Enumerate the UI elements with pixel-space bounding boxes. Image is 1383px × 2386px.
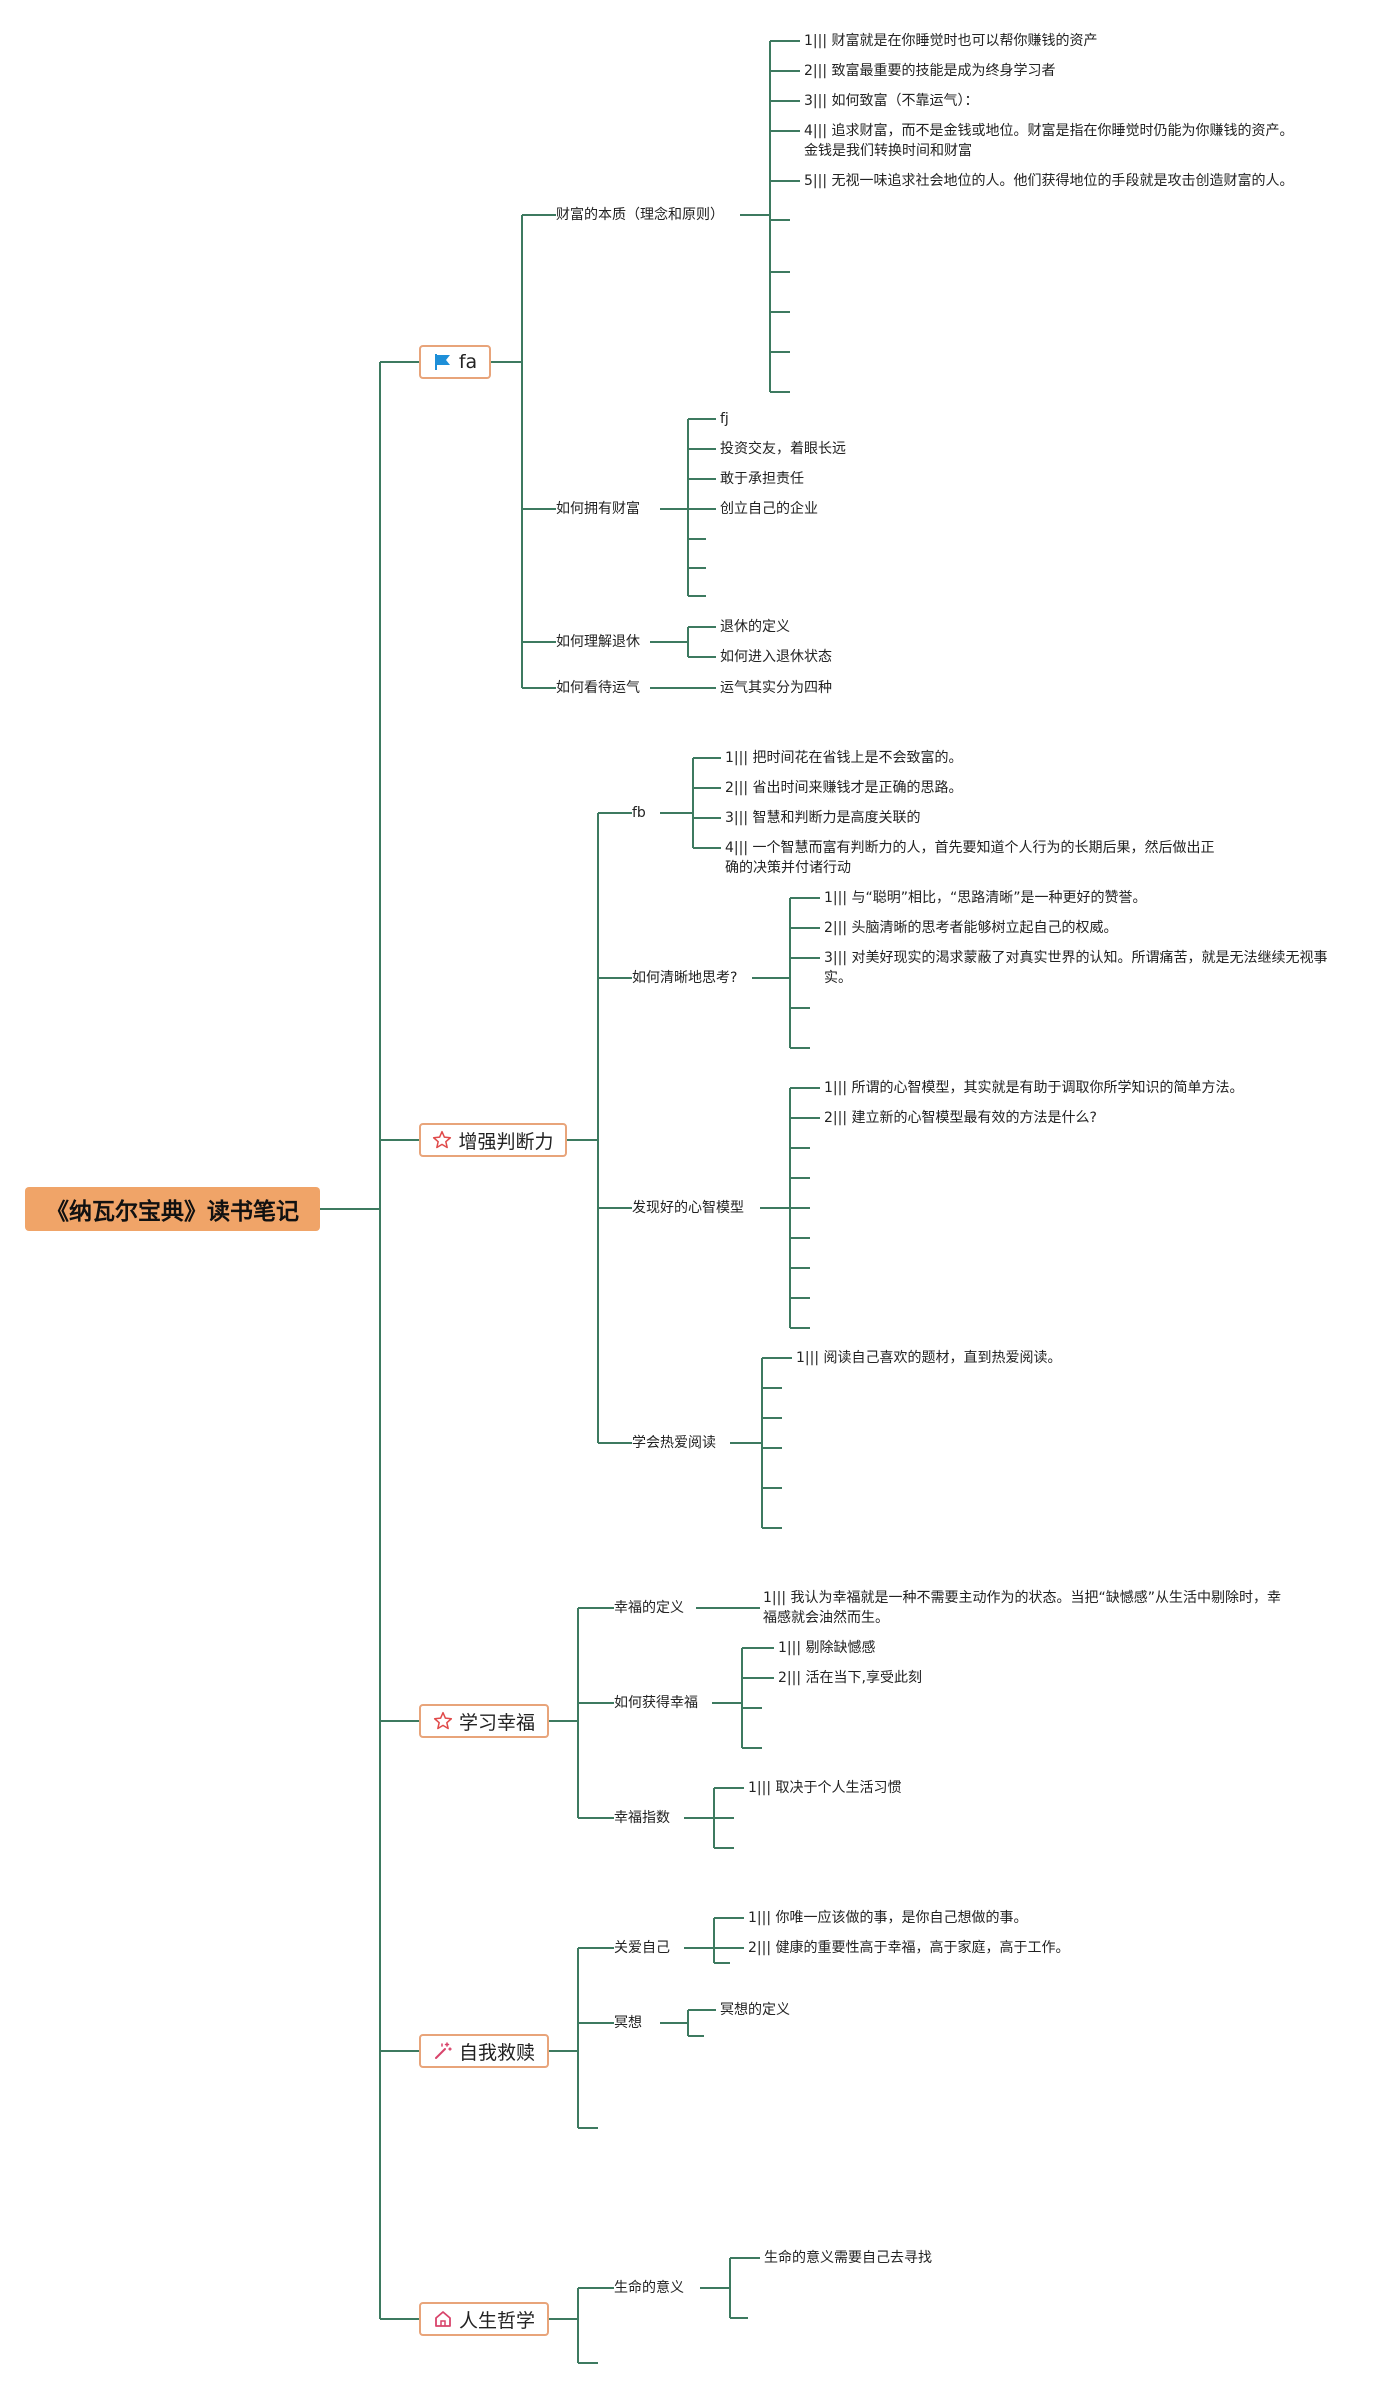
leaf-label[interactable]: 冥想的定义 bbox=[720, 2002, 790, 2018]
root-title: 《纳瓦尔宝典》读书笔记 bbox=[46, 1199, 299, 1225]
leaf-label[interactable]: 1||| 剔除缺憾感 bbox=[778, 1640, 876, 1656]
leaf-label[interactable]: 1||| 把时间花在省钱上是不会致富的。 bbox=[725, 750, 963, 766]
root-topic[interactable]: 《纳瓦尔宝典》读书笔记 bbox=[25, 1187, 320, 1231]
branch-label[interactable]: 如何清晰地思考? bbox=[632, 970, 738, 986]
topic-judgment[interactable]: 增强判断力 bbox=[419, 1123, 567, 1157]
topic-fa[interactable]: fa bbox=[419, 345, 491, 379]
leaf-label[interactable]: 1||| 取决于个人生活习惯 bbox=[748, 1780, 902, 1796]
branch-label[interactable]: 如何拥有财富 bbox=[556, 501, 640, 517]
leaf-label[interactable]: 退休的定义 bbox=[720, 619, 790, 635]
topic-title: 学习幸福 bbox=[458, 1711, 535, 1734]
leaf-label[interactable]: 创立自己的企业 bbox=[720, 501, 818, 517]
branch-label[interactable]: 学会热爱阅读 bbox=[632, 1435, 716, 1451]
leaf-label[interactable]: 生命的意义需要自己去寻找 bbox=[764, 2250, 932, 2266]
topic-philosophy[interactable]: 人生哲学 bbox=[419, 2302, 549, 2336]
leaf-label[interactable]: 4||| 追求财富，而不是金钱或地位。财富是指在你睡觉时仍能为你赚钱的资产。金钱… bbox=[804, 123, 1294, 159]
branch-label[interactable]: 关爱自己 bbox=[614, 1940, 670, 1956]
branch-label[interactable]: 如何看待运气 bbox=[556, 680, 640, 696]
leaf-label[interactable]: 1||| 与“聪明”相比，“思路清晰”是一种更好的赞誉。 bbox=[824, 890, 1147, 906]
branch-label[interactable]: fb bbox=[632, 805, 646, 821]
leaf-label[interactable]: 2||| 省出时间来赚钱才是正确的思路。 bbox=[725, 780, 963, 796]
branch-label[interactable]: 财富的本质（理念和原则） bbox=[556, 207, 724, 223]
leaf-label[interactable]: 3||| 对美好现实的渴求蒙蔽了对真实世界的认知。所谓痛苦，就是无法继续无视事实… bbox=[824, 950, 1328, 986]
leaf-label[interactable]: 1||| 阅读自己喜欢的题材，直到热爱阅读。 bbox=[796, 1350, 1062, 1366]
branch-label[interactable]: 如何获得幸福 bbox=[614, 1695, 698, 1711]
flag-icon bbox=[433, 352, 453, 372]
branch-label[interactable]: 冥想 bbox=[614, 2015, 642, 2031]
leaf-label[interactable]: 1||| 我认为幸福就是一种不需要主动作为的状态。当把“缺憾感”从生活中剔除时，… bbox=[763, 1590, 1282, 1626]
leaf-label[interactable]: 如何进入退休状态 bbox=[720, 649, 832, 665]
leaf-label[interactable]: 2||| 建立新的心智模型最有效的方法是什么? bbox=[824, 1110, 1097, 1126]
magic-wand-icon bbox=[433, 2041, 453, 2061]
leaf-label[interactable]: 2||| 头脑清晰的思考者能够树立起自己的权威。 bbox=[824, 920, 1118, 936]
leaf-label[interactable]: 1||| 所谓的心智模型，其实就是有助于调取你所学知识的简单方法。 bbox=[824, 1080, 1244, 1096]
topic-happiness[interactable]: 学习幸福 bbox=[419, 1704, 549, 1738]
topic-title: fa bbox=[458, 351, 478, 373]
leaf-label[interactable]: 3||| 智慧和判断力是高度关联的 bbox=[725, 810, 921, 826]
topic-title: 人生哲学 bbox=[458, 2309, 535, 2332]
star-icon bbox=[433, 1711, 453, 1731]
branch-label[interactable]: 幸福指数 bbox=[614, 1810, 670, 1826]
leaf-label[interactable]: 5||| 无视一味追求社会地位的人。他们获得地位的手段就是攻击创造财富的人。 bbox=[804, 173, 1294, 189]
star-icon bbox=[432, 1130, 452, 1150]
leaf-label[interactable]: 投资交友，着眼长远 bbox=[720, 441, 846, 457]
branch-label[interactable]: 生命的意义 bbox=[614, 2280, 684, 2296]
leaf-label[interactable]: 2||| 活在当下,享受此刻 bbox=[778, 1670, 922, 1686]
topic-redemption[interactable]: 自我救赎 bbox=[419, 2034, 549, 2068]
leaf-label[interactable]: 敢于承担责任 bbox=[720, 471, 804, 487]
leaf-label[interactable]: 2||| 健康的重要性高于幸福，高于家庭，高于工作。 bbox=[748, 1940, 1070, 1956]
leaf-label[interactable]: 1||| 财富就是在你睡觉时也可以帮你赚钱的资产 bbox=[804, 33, 1098, 49]
leaf-label[interactable]: 运气其实分为四种 bbox=[720, 680, 832, 696]
branch-label[interactable]: 幸福的定义 bbox=[614, 1600, 684, 1616]
leaf-label[interactable]: 3||| 如何致富（不靠运气）： bbox=[804, 93, 979, 109]
branch-label[interactable]: 如何理解退休 bbox=[556, 634, 640, 650]
leaf-label[interactable]: 1||| 你唯一应该做的事，是你自己想做的事。 bbox=[748, 1910, 1028, 1926]
topic-title: 增强判断力 bbox=[458, 1130, 554, 1153]
leaf-label[interactable]: fj bbox=[720, 411, 729, 427]
leaf-label[interactable]: 4||| 一个智慧而富有判断力的人，首先要知道个人行为的长期后果，然后做出正确的… bbox=[725, 840, 1215, 876]
leaf-label[interactable]: 2||| 致富最重要的技能是成为终身学习者 bbox=[804, 63, 1056, 79]
branch-label[interactable]: 发现好的心智模型 bbox=[632, 1200, 744, 1216]
home-icon bbox=[433, 2309, 453, 2329]
topic-title: 自我救赎 bbox=[458, 2041, 535, 2064]
